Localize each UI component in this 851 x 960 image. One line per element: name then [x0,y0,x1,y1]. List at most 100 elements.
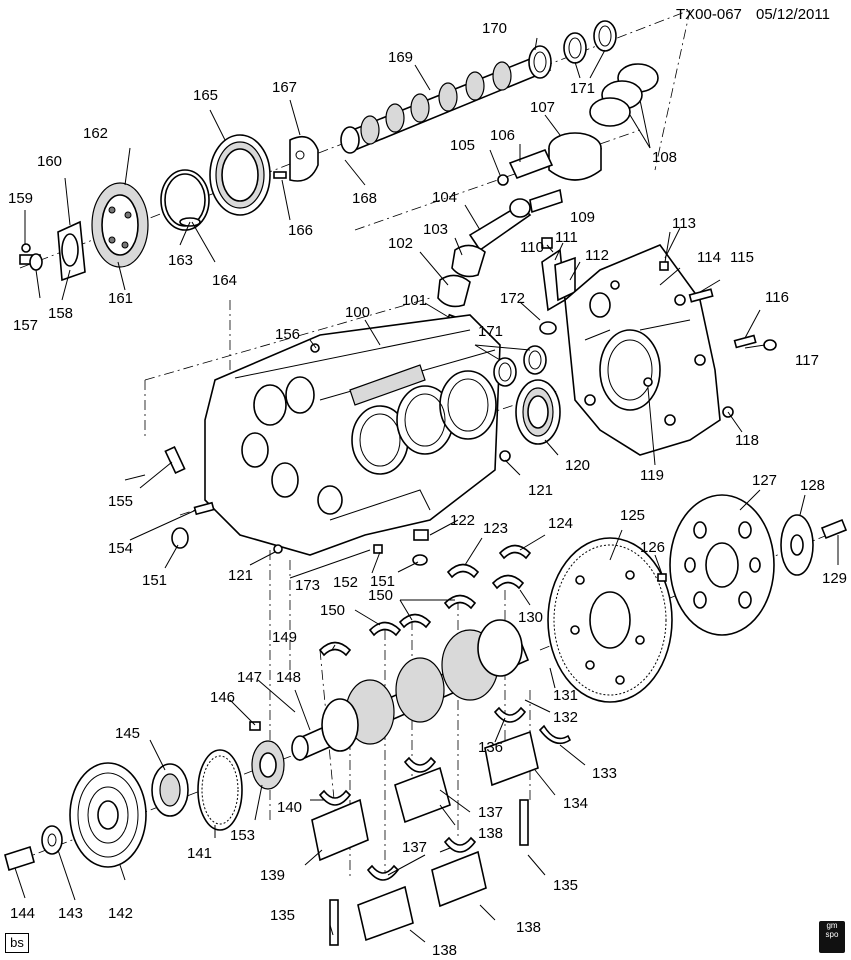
balancer [4,762,147,872]
callout-144: 144 [10,905,35,922]
doc-id: TX00-067 [676,6,742,23]
callout-170: 170 [482,20,507,37]
callout-154: 154 [108,540,133,557]
callout-103: 103 [423,221,448,238]
callout-135a: 135 [553,877,578,894]
callout-138a: 138 [478,825,503,842]
callout-132: 132 [553,709,578,726]
callout-102: 102 [388,235,413,252]
cam-sprocket [91,182,149,268]
callout-140: 140 [277,799,302,816]
callout-labels: 100 101 102 103 104 105 106 107 108 109 … [8,20,847,959]
callout-125: 125 [620,507,645,524]
callout-115: 115 [730,249,754,266]
callout-139: 139 [260,867,285,884]
flexplate [669,494,775,636]
callout-141: 141 [187,845,212,862]
callout-116: 116 [765,289,789,306]
bearing-shells [318,544,572,881]
callout-163: 163 [168,252,193,269]
callout-121a: 121 [528,482,553,499]
callout-133: 133 [592,765,617,782]
callout-162: 162 [83,125,108,142]
callout-113: 113 [672,215,696,232]
callout-107: 107 [530,99,555,116]
cam-bearings [528,20,617,79]
doc-date: 05/12/2011 [756,6,830,23]
callout-137b: 137 [402,839,427,856]
cam-retainer-plate [273,135,319,182]
callout-129: 129 [822,570,847,587]
flywheel [547,537,673,703]
author-tag: bs [5,933,29,953]
callout-117: 117 [795,352,819,369]
callout-166: 166 [288,222,313,239]
callout-165: 165 [193,87,218,104]
timing-cover-seal [209,134,271,216]
callout-112: 112 [585,247,609,264]
callout-149: 149 [272,629,297,646]
callout-122: 122 [450,512,475,529]
crankshaft [291,619,530,762]
callout-150a: 150 [320,602,345,619]
callout-130: 130 [518,609,543,626]
callout-108: 108 [652,149,677,166]
callout-101: 101 [402,292,427,309]
callout-105: 105 [450,137,475,154]
callout-152: 152 [333,574,358,591]
timing-chain-rings [160,169,210,231]
callout-121b: 121 [228,567,253,584]
callout-137a: 137 [478,804,503,821]
gmspo-logo: gm spo [819,921,845,953]
callout-169: 169 [388,49,413,66]
callout-138b: 138 [516,919,541,936]
leader-lines [14,37,839,943]
crank-sprocket-front [151,721,285,831]
callout-168: 168 [352,190,377,207]
callout-123: 123 [483,520,508,537]
logo-line-1: gm [826,921,838,930]
callout-128: 128 [800,477,825,494]
callout-150b: 150 [368,587,393,604]
callout-167: 167 [272,79,297,96]
engine-block [204,314,501,556]
callout-143: 143 [58,905,83,922]
callout-119: 119 [640,467,664,484]
callout-100: 100 [345,304,370,321]
callout-164: 164 [212,272,237,289]
logo-line-2: spo [825,930,839,939]
callout-171b: 171 [478,323,503,340]
callout-106: 106 [490,127,515,144]
callout-151a: 151 [370,573,395,590]
callout-124: 124 [548,515,573,532]
connecting-rod [437,198,553,337]
callout-147: 147 [237,669,262,686]
misc-small-parts [164,343,511,566]
callout-173: 173 [295,577,320,594]
callout-161: 161 [108,290,133,307]
callout-109: 109 [570,209,595,226]
rear-cover-parts [493,248,576,445]
callout-138c: 138 [432,942,457,959]
callout-157: 157 [13,317,38,334]
callout-142: 142 [108,905,133,922]
callout-104: 104 [432,189,457,206]
flexplate-spacer [657,514,848,582]
main-caps [311,730,539,946]
camshaft [340,54,552,154]
callout-114: 114 [697,249,721,266]
callout-171a: 171 [570,80,595,97]
callout-160: 160 [37,153,62,170]
callout-135b: 135 [270,907,295,924]
callout-127: 127 [752,472,777,489]
callout-136: 136 [478,739,503,756]
callout-159: 159 [8,190,33,207]
callout-146: 146 [210,689,235,706]
callout-148: 148 [276,669,301,686]
callout-134: 134 [563,795,588,812]
small-fasteners-right [643,261,777,418]
callout-158: 158 [48,305,73,322]
callout-118: 118 [735,432,759,449]
callout-156: 156 [275,326,300,343]
